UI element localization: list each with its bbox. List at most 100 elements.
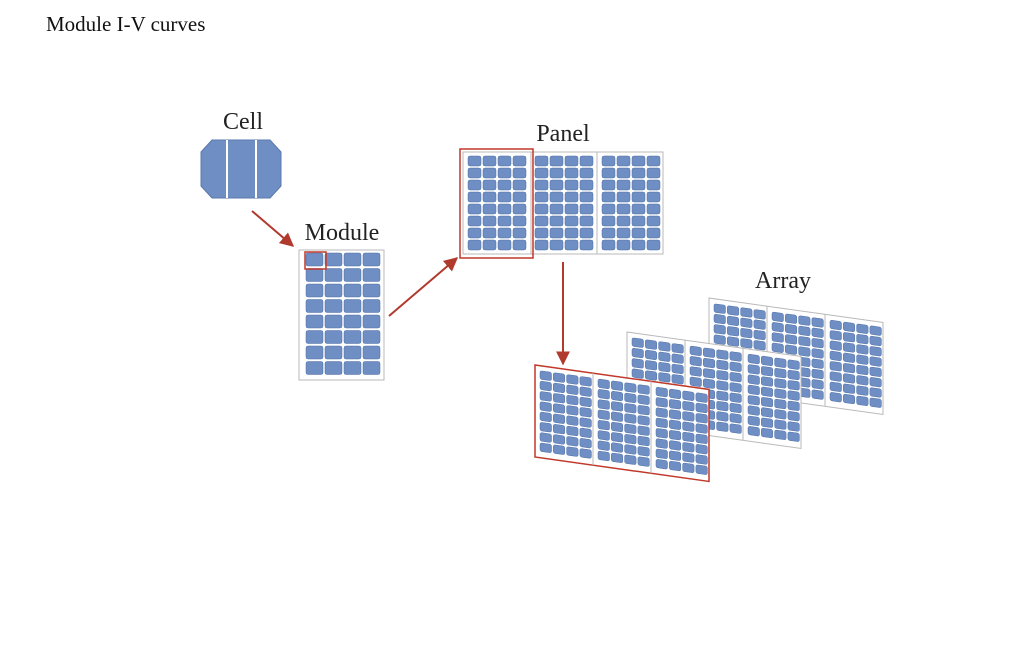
solar-cell-icon [616, 215, 631, 227]
solar-cell-icon [843, 393, 856, 405]
solar-cell-icon [601, 155, 616, 167]
solar-cell-icon [305, 345, 324, 360]
solar-cell-icon [534, 167, 549, 179]
solar-cell-icon [564, 155, 579, 167]
solar-cell-icon [579, 417, 592, 428]
solar-cell-icon [645, 370, 658, 381]
solar-cell-icon [637, 446, 650, 457]
solar-cell-icon [564, 191, 579, 203]
solar-cell-icon [601, 239, 616, 251]
solar-cell-icon [655, 459, 668, 470]
solar-cell-icon [695, 464, 708, 475]
solar-cell-icon [713, 314, 726, 325]
solar-cell-icon [467, 167, 482, 179]
solar-cell-icon [539, 370, 552, 381]
solar-cell-icon [549, 215, 564, 227]
solar-cell-icon [729, 361, 742, 372]
solar-cell-icon [566, 395, 579, 406]
solar-cell-icon [637, 435, 650, 447]
solar-cell-icon [798, 315, 811, 326]
solar-cell-icon [497, 203, 512, 215]
solar-cell-icon [811, 389, 824, 400]
solar-cell-icon [539, 432, 552, 443]
solar-cell-icon [747, 384, 760, 396]
solar-cell-icon [740, 317, 753, 328]
panel-label: Panel [536, 121, 590, 147]
solar-cell-icon [553, 413, 566, 424]
solar-cell-icon [869, 377, 882, 388]
solar-cell-icon [655, 387, 668, 398]
solar-cell-icon [601, 203, 616, 215]
solar-cell-icon [611, 452, 624, 463]
solar-cell-icon [343, 299, 362, 313]
solar-cell-icon [646, 167, 661, 179]
page-title: Module I-V curves [46, 12, 206, 36]
solar-cell-icon [669, 440, 682, 451]
solar-cell-icon [671, 363, 684, 375]
solar-cell-icon [553, 372, 566, 383]
solar-cell-icon [324, 299, 343, 313]
solar-cell-icon [658, 341, 671, 352]
solar-cell-icon [553, 393, 566, 404]
solar-cell-icon [579, 376, 592, 387]
solar-cell-icon [324, 268, 343, 282]
solar-cell-icon [564, 203, 579, 215]
solar-cell-icon [324, 252, 343, 267]
solar-cell-icon [534, 191, 549, 203]
cell-label: Cell [223, 109, 263, 135]
solar-cell-icon [761, 386, 774, 397]
solar-cell-icon [856, 323, 869, 334]
solar-cell-icon [624, 392, 637, 403]
solar-cell-icon [669, 450, 682, 461]
solar-cell-icon [646, 215, 661, 227]
solar-cell-icon [655, 407, 668, 418]
solar-cell-icon [631, 368, 644, 379]
solar-cell-icon [729, 372, 742, 383]
solar-cell-icon [843, 321, 856, 332]
solar-cell-icon [512, 203, 527, 215]
solar-cell-icon [658, 372, 671, 383]
solar-cell-icon [787, 431, 800, 442]
solar-cell-icon [843, 363, 856, 374]
solar-cell-icon [631, 227, 646, 239]
solar-cell-icon [624, 382, 637, 393]
solar-cell-icon [597, 430, 610, 441]
solar-cell-icon [740, 338, 753, 349]
solar-cell-icon [601, 227, 616, 239]
solar-cell-icon [655, 417, 668, 429]
array-label: Array [755, 268, 811, 294]
solar-cell-icon [729, 351, 742, 362]
panel-module-highlight [459, 148, 534, 259]
solar-cell-icon [856, 395, 869, 406]
solar-cell-icon [729, 423, 742, 434]
solar-cell-icon [856, 375, 869, 386]
solar-cell-icon [747, 405, 760, 416]
solar-cell-icon [362, 252, 381, 267]
solar-cell-icon [716, 380, 729, 391]
solar-cell-icon [716, 370, 729, 381]
solar-cell-icon [549, 239, 564, 251]
solar-cell-icon [343, 314, 362, 329]
solar-cell-icon [682, 411, 695, 422]
solar-cell-icon [682, 462, 695, 473]
solar-cell-icon [703, 378, 716, 389]
solar-cell-icon [534, 179, 549, 191]
solar-cell-icon [579, 438, 592, 449]
solar-cell-icon [579, 215, 594, 227]
solar-cell-icon [579, 227, 594, 239]
solar-cell-icon [771, 311, 784, 322]
solar-cell-icon [798, 346, 811, 357]
solar-cell-icon [787, 411, 800, 422]
solar-cell-icon [534, 203, 549, 215]
module-label: Module [305, 220, 380, 246]
solar-cell-icon [811, 379, 824, 390]
solar-cell-icon [787, 369, 800, 381]
solar-cell-icon [785, 334, 798, 345]
solar-cell-icon [611, 442, 624, 453]
solar-cell-icon [774, 409, 787, 420]
solar-cell-icon [539, 381, 552, 392]
solar-cell-icon [324, 345, 343, 360]
solar-cell-icon [597, 399, 610, 410]
solar-cell-icon [597, 420, 610, 431]
